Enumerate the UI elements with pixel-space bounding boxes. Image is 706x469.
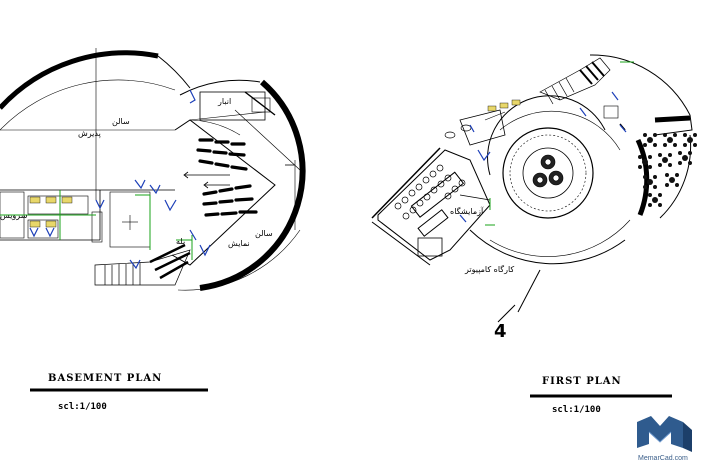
- seating-lower: [202, 184, 258, 217]
- auditorium-stage: [171, 119, 276, 266]
- rotunda-inner: [522, 147, 574, 199]
- auditorium-top: [179, 79, 261, 96]
- workshop-room: [377, 149, 491, 261]
- first-scale: scl:1/100: [552, 405, 601, 415]
- rotunda-outer: [502, 127, 594, 219]
- label-workshop: کارگاه کامپیوتر: [464, 264, 514, 274]
- first-outer-arc: [589, 54, 691, 116]
- aisle-arrows: [183, 164, 295, 189]
- label-exhibition-2: نمایش: [228, 239, 250, 248]
- first-corridor-lower: [469, 229, 626, 265]
- storage-room: [199, 91, 266, 121]
- label-toilet: سرویس: [0, 211, 28, 220]
- rotunda-fixtures: [532, 154, 564, 188]
- watermark-site: MemarCad.com: [638, 455, 688, 462]
- label-stairs: پله: [176, 237, 185, 246]
- label-storage: انبار: [217, 97, 231, 106]
- memarcad-logo: [637, 416, 692, 452]
- label-hall-1: سالن: [112, 117, 130, 126]
- basement-title: BASEMENT PLAN: [48, 373, 162, 384]
- outer-wall-arc: [0, 50, 159, 110]
- label-hall-2: پذیرش: [78, 129, 101, 138]
- first-green-lines: [485, 61, 634, 226]
- basement-green-lines: [0, 190, 193, 260]
- first-title: FIRST PLAN: [542, 376, 622, 387]
- first-plan: [371, 54, 693, 323]
- inner-arc: [0, 79, 176, 131]
- auditorium-wall: [199, 79, 306, 291]
- first-fixtures: [487, 99, 521, 112]
- seating-upper: [196, 138, 248, 171]
- basement-stair: [94, 243, 191, 286]
- basement-scale: scl:1/100: [58, 402, 107, 412]
- basement-fixtures: [29, 196, 73, 228]
- label-exhibition-1: سالن: [255, 229, 273, 238]
- first-seating: [638, 133, 697, 207]
- toilet-block: [0, 189, 175, 241]
- first-doors: [459, 91, 627, 223]
- first-stair: [539, 57, 611, 105]
- outer-wall-thin: [157, 55, 191, 89]
- label-number-four: 4: [494, 321, 507, 342]
- label-class: آزمایشگاه: [450, 206, 484, 216]
- workshop-chairs: [394, 124, 472, 220]
- basement-doors: [29, 89, 211, 270]
- desk: [417, 209, 449, 237]
- basement-plan: [0, 48, 306, 291]
- rotunda-dashed: [509, 134, 587, 212]
